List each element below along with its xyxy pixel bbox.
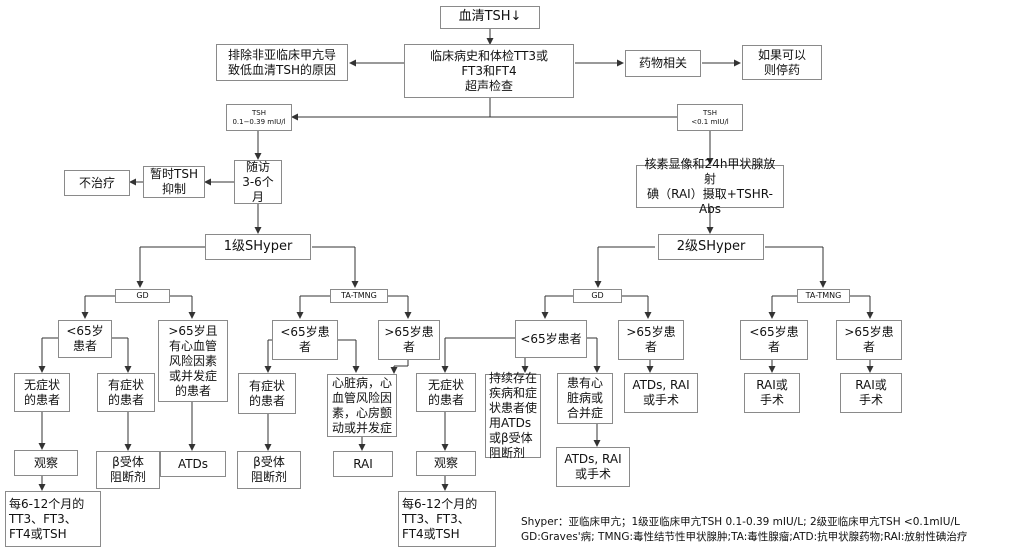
scan-rai-box: 核素显像和24h甲状腺放射 碘（RAI）摄取+TSHR-Abs: [636, 157, 784, 216]
right-tmng-over65-box: >65岁患者: [836, 320, 902, 360]
ta-tmng-right-label: TA-TMNG: [797, 289, 850, 303]
serum-tsh-low-box: 血清TSH↓: [440, 6, 540, 29]
middle-under65-box: <65岁患者: [272, 320, 338, 360]
no-treatment-box: 不治疗: [64, 170, 130, 196]
gd-left-label: GD: [115, 289, 170, 303]
grade1-shyper-box: 1级SHyper: [205, 234, 311, 260]
left-atds-box: ATDs: [160, 451, 226, 477]
tsh-grade1-label: TSH 0.1−0.39 mIU/l: [226, 104, 292, 131]
right-persistent-disease-box: 持续存在 疾病和症 状患者使 用ATDs 或β受体 阻断剂: [485, 371, 541, 460]
right-cardiac-box: 患有心 脏病或 合并症: [557, 373, 613, 424]
grade2-shyper-box: 2级SHyper: [658, 234, 764, 260]
clinical-history-box: 临床病史和体检TT3或 FT3和FT4 超声检查: [404, 44, 574, 98]
right-observe-box: 观察: [416, 451, 476, 476]
exclude-causes-box: 排除非亚临床甲亢导 致低血清TSH的原因: [216, 44, 348, 81]
middle-over65-box: >65岁患者: [378, 320, 440, 360]
drug-related-box: 药物相关: [625, 50, 701, 77]
right-asymptomatic-box: 无症状 的患者: [416, 373, 476, 412]
left-gd-under65-box: <65岁患者: [58, 320, 112, 358]
left-asymptomatic-box: 无症状 的患者: [14, 373, 70, 412]
left-beta-blocker-box: β受体 阻断剂: [96, 451, 160, 489]
follow-up-box: 随访 3-6个月: [234, 160, 282, 204]
right-atds-rai-surgery-box: ATDs, RAI 或手术: [556, 447, 630, 487]
legend-line-2: GD:Graves'病; TMNG:毒性结节性甲状腺肿;TA:毒性腺瘤;ATD:…: [521, 531, 968, 544]
legend-line-1: Shyper：亚临床甲亢；1级亚临床甲亢TSH 0.1-0.39 mIU/L; …: [521, 516, 960, 528]
left-monitor-box: 每6-12个月的 TT3、FT3、 FT4或TSH: [5, 491, 101, 547]
right-tmng-rai-surgery-2: RAI或 手术: [840, 373, 902, 413]
right-gd-over65-box: >65岁患者: [618, 320, 684, 360]
middle-rai-box: RAI: [333, 451, 393, 477]
legend: Shyper：亚临床甲亢；1级亚临床甲亢TSH 0.1-0.39 mIU/L; …: [521, 515, 1021, 545]
middle-beta-blocker-box: β受体 阻断剂: [237, 451, 301, 489]
middle-symptomatic-box: 有症状 的患者: [238, 373, 296, 414]
right-monitor-box: 每6-12个月的 TT3、FT3、 FT4或TSH: [398, 491, 496, 547]
gd-right-label: GD: [573, 289, 622, 303]
tsh-grade2-label: TSH <0.1 mIU/l: [677, 104, 743, 131]
right-over65-atds-rai-box: ATDs, RAI 或手术: [624, 373, 698, 413]
right-tmng-under65-box: <65岁患者: [740, 320, 808, 360]
left-symptomatic-box: 有症状 的患者: [97, 373, 155, 412]
right-gd-under65-box: <65岁患者: [515, 320, 587, 358]
ta-tmng-left-label: TA-TMNG: [330, 289, 388, 303]
left-gd-over65-box: >65岁且 有心血管 风险因素 或并发症 的患者: [158, 320, 228, 402]
middle-cardiac-box: 心脏病，心 血管风险因 素，心房颤 动或并发症: [327, 374, 397, 437]
stop-drug-box: 如果可以 则停药: [742, 45, 822, 80]
tsh-suppression-box: 暂时TSH 抑制: [143, 166, 205, 198]
right-tmng-rai-surgery-1: RAI或 手术: [744, 373, 800, 413]
left-observe-box: 观察: [14, 450, 78, 476]
